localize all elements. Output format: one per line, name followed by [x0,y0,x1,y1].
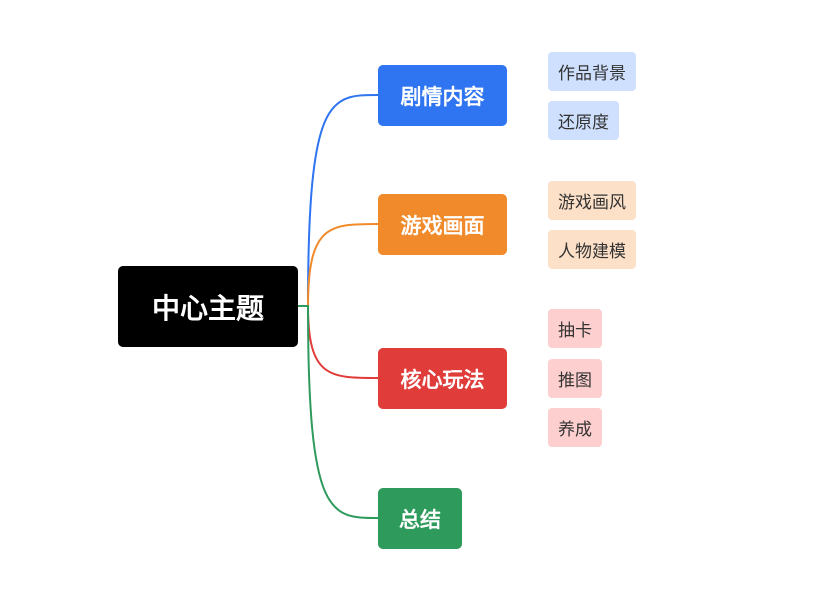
root-to-branch-4-link [298,305,379,519]
leaf-node-gacha[interactable]: 抽卡 [548,309,602,348]
branch-node-plot-content[interactable]: 剧情内容 [378,65,507,126]
leaf-node-work-background[interactable]: 作品背景 [548,52,636,91]
leaf-node-stage-push[interactable]: 推图 [548,359,602,398]
branch-node-summary[interactable]: 总结 [378,488,462,549]
leaf-node-cultivation[interactable]: 养成 [548,408,602,447]
leaf-node-character-modeling[interactable]: 人物建模 [548,230,636,269]
root-to-branch-1-link [298,94,379,307]
central-topic-node[interactable]: 中心主题 [118,266,298,347]
branch-node-game-visuals[interactable]: 游戏画面 [378,194,507,255]
leaf-node-art-style[interactable]: 游戏画风 [548,181,636,220]
root-to-branch-3-link [298,305,379,379]
root-to-branch-2-link [298,223,379,307]
branch-node-core-gameplay[interactable]: 核心玩法 [378,348,507,409]
leaf-node-restoration[interactable]: 还原度 [548,101,619,140]
